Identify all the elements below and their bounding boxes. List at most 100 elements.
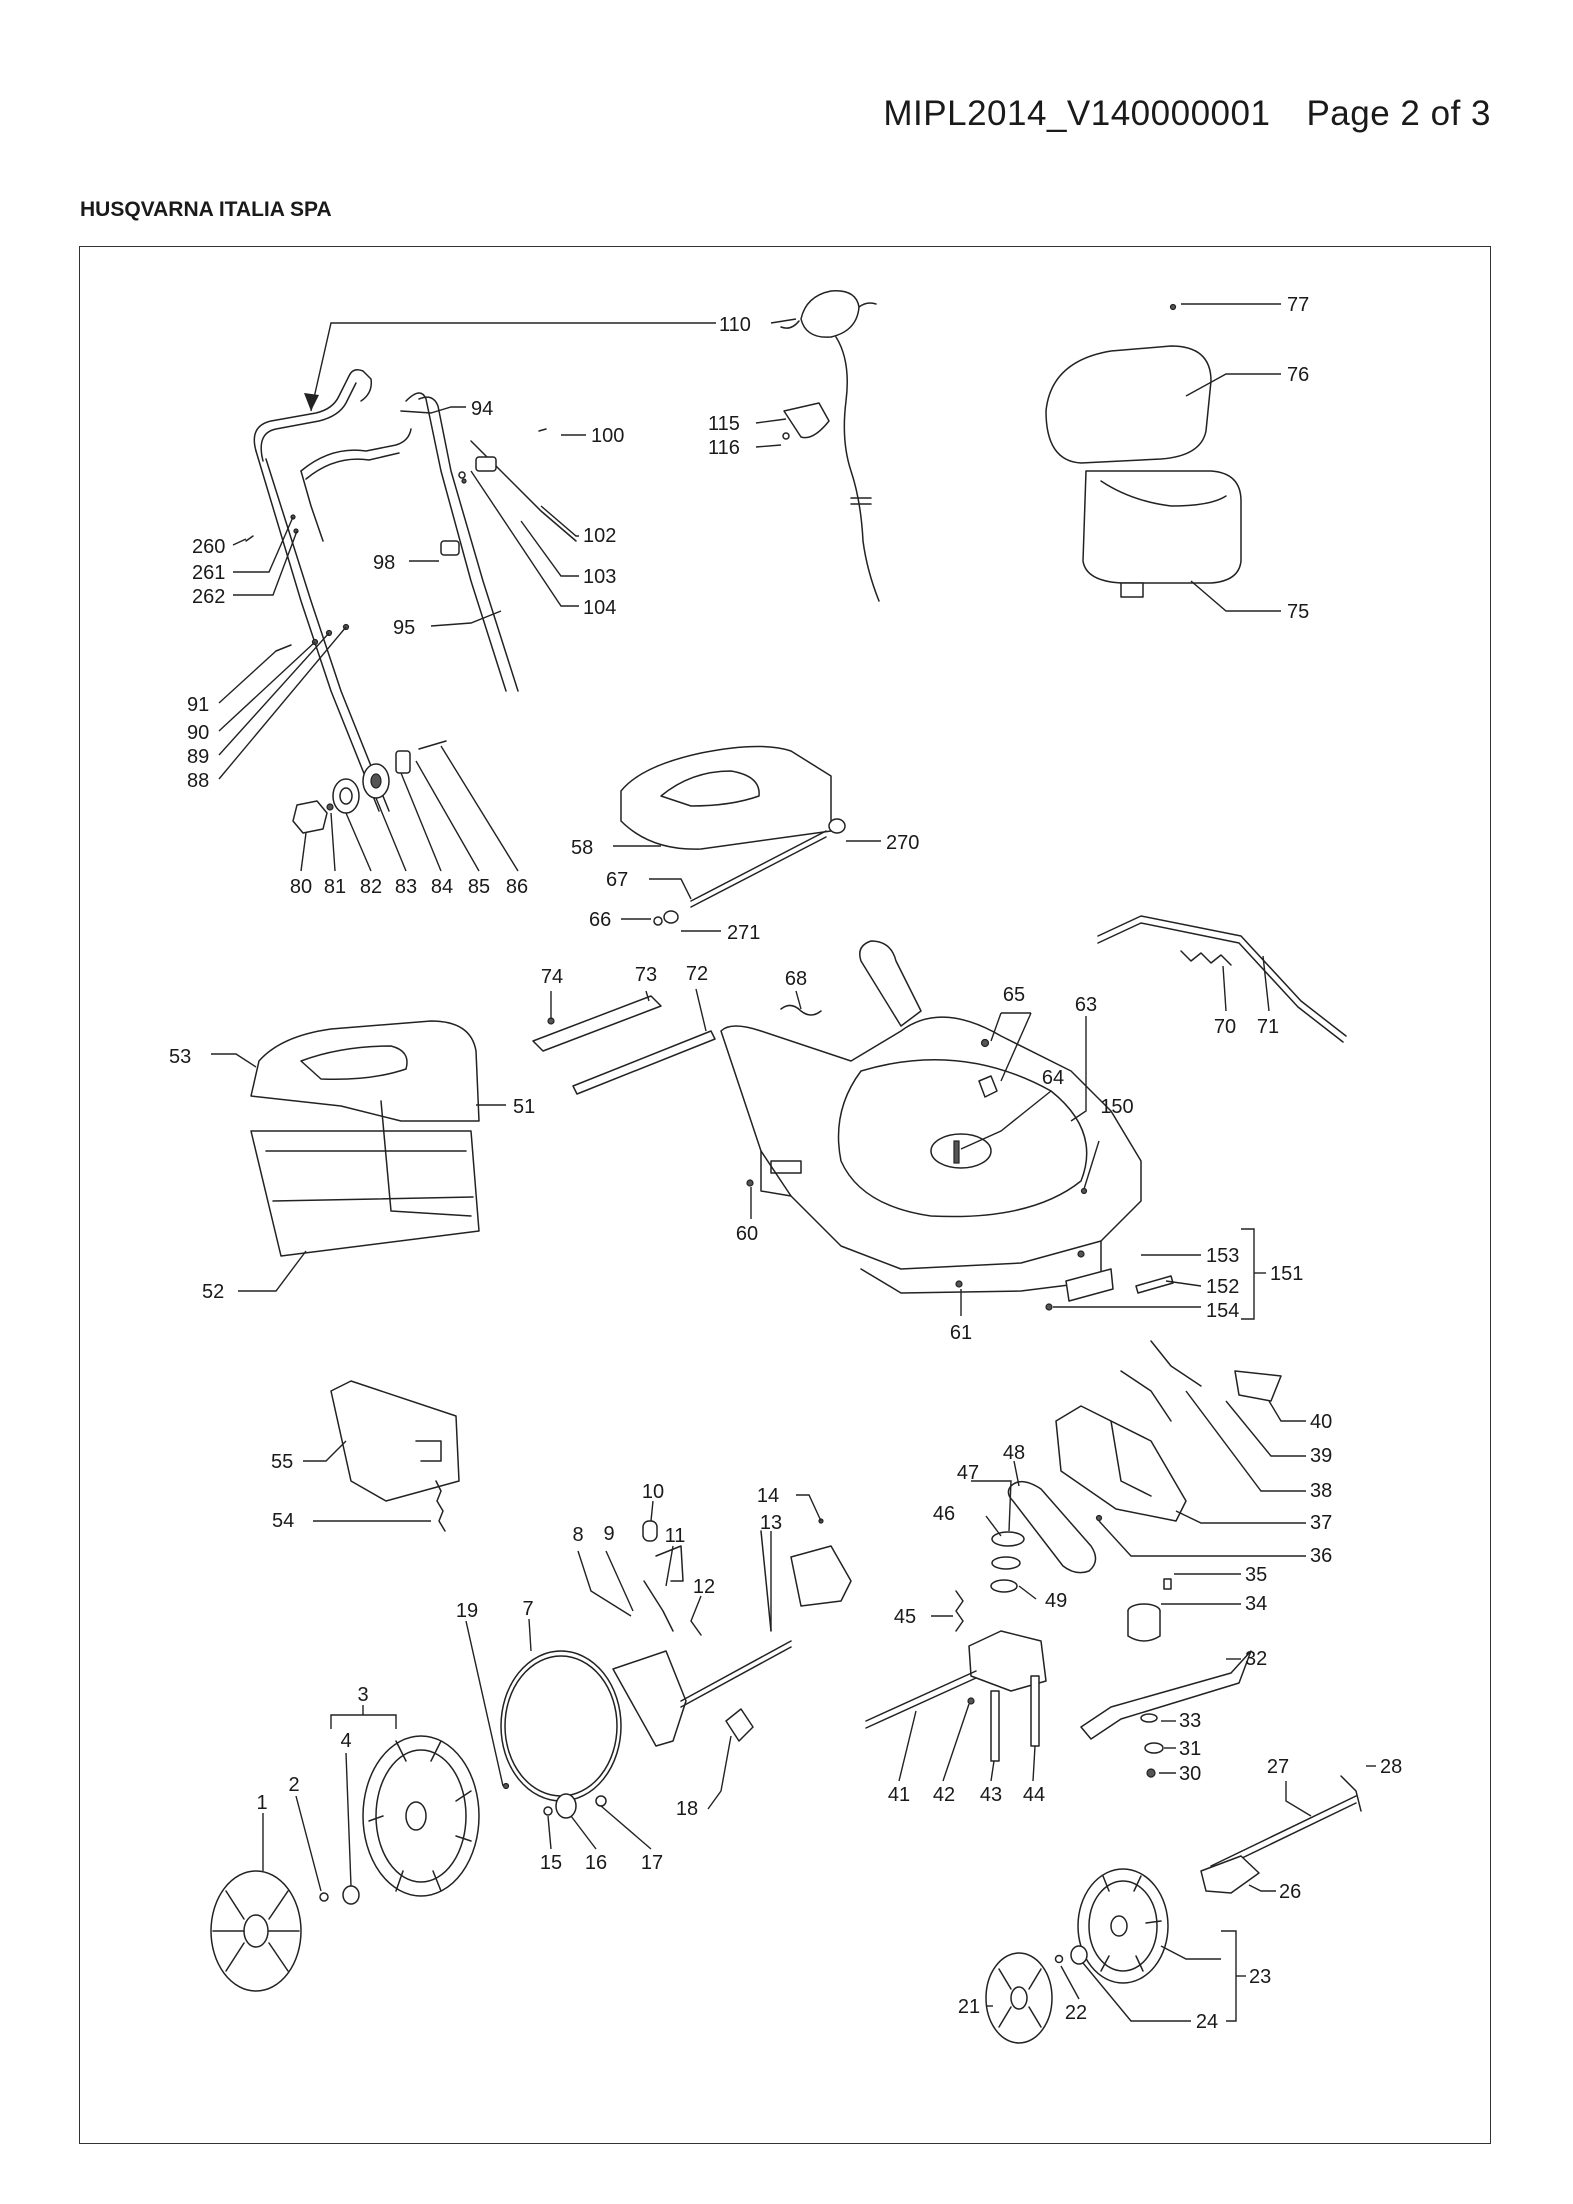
gearbox-cover-drawing xyxy=(1055,1340,1282,1522)
part-label-22: 22 xyxy=(1065,2002,1087,2024)
part-label-35: 35 xyxy=(1245,1564,1267,1586)
spring-68-drawing xyxy=(780,1004,822,1016)
part-label-58: 58 xyxy=(571,837,593,859)
page-info: Page 2 of 3 xyxy=(1306,94,1491,133)
part-label-70: 70 xyxy=(1214,1016,1236,1038)
part-label-46: 46 xyxy=(933,1503,955,1525)
part-label-11: 11 xyxy=(665,1525,686,1547)
part-label-17: 17 xyxy=(641,1852,663,1874)
part-label-54: 54 xyxy=(272,1510,294,1532)
part-label-41: 41 xyxy=(888,1784,910,1806)
drive-belt-drawing xyxy=(1007,1480,1097,1574)
mulch-deflector-drawing xyxy=(330,1380,460,1532)
part-label-49: 49 xyxy=(1045,1590,1067,1612)
part-label-88: 88 xyxy=(187,770,209,792)
front-wheel-drawing xyxy=(985,1868,1169,2044)
part-label-261: 261 xyxy=(192,562,225,584)
part-label-9: 9 xyxy=(603,1523,614,1545)
part-label-91: 91 xyxy=(187,694,209,716)
part-label-34: 34 xyxy=(1245,1593,1267,1615)
part-label-73: 73 xyxy=(635,964,657,986)
part-label-86: 86 xyxy=(506,876,528,898)
part-label-115: 115 xyxy=(708,413,740,435)
part-label-75: 75 xyxy=(1287,601,1309,623)
part-label-154: 154 xyxy=(1206,1300,1239,1322)
part-label-85: 85 xyxy=(468,876,490,898)
part-label-98: 98 xyxy=(373,552,395,574)
part-label-63: 63 xyxy=(1075,994,1097,1016)
part-label-26: 26 xyxy=(1279,1881,1301,1903)
part-label-19: 19 xyxy=(456,1600,478,1622)
part-label-95: 95 xyxy=(393,617,415,639)
front-panel-drawing xyxy=(955,1250,1174,1311)
part-label-60: 60 xyxy=(736,1223,758,1245)
part-label-110: 110 xyxy=(719,314,751,336)
part-label-10: 10 xyxy=(642,1481,664,1503)
part-label-14: 14 xyxy=(757,1485,779,1507)
rear-drive-drawing xyxy=(500,1518,852,1819)
part-label-33: 33 xyxy=(1179,1710,1201,1732)
part-label-32: 32 xyxy=(1245,1648,1267,1670)
part-label-82: 82 xyxy=(360,876,382,898)
part-label-74: 74 xyxy=(541,966,563,988)
part-label-271: 271 xyxy=(727,922,760,944)
part-label-103: 103 xyxy=(583,566,616,588)
part-label-52: 52 xyxy=(202,1281,224,1303)
grass-catcher-drawing xyxy=(250,1020,480,1257)
part-label-90: 90 xyxy=(187,722,209,744)
part-label-43: 43 xyxy=(980,1784,1002,1806)
part-label-116: 116 xyxy=(708,437,740,459)
part-label-30: 30 xyxy=(1179,1763,1201,1785)
part-label-80: 80 xyxy=(290,876,312,898)
part-label-2: 2 xyxy=(288,1774,299,1796)
part-label-1: 1 xyxy=(256,1792,267,1814)
part-label-61: 61 xyxy=(950,1322,972,1344)
handle-knob-drawing xyxy=(292,740,447,834)
document-code: MIPL2014_V140000001 xyxy=(883,94,1271,133)
part-label-47: 47 xyxy=(957,1462,979,1484)
part-label-104: 104 xyxy=(583,597,616,619)
part-label-100: 100 xyxy=(591,425,624,447)
part-label-23: 23 xyxy=(1249,1966,1271,1988)
part-label-72: 72 xyxy=(686,963,708,985)
part-label-262: 262 xyxy=(192,586,225,608)
part-label-270: 270 xyxy=(886,832,919,854)
part-label-151: 151 xyxy=(1270,1263,1303,1285)
part-label-8: 8 xyxy=(572,1524,583,1546)
part-label-15: 15 xyxy=(540,1852,562,1874)
part-label-150: 150 xyxy=(1100,1096,1133,1118)
height-adjuster-drawing xyxy=(1097,915,1347,1043)
front-axle-drawing xyxy=(1200,1775,1362,1894)
part-label-7: 7 xyxy=(522,1598,533,1620)
part-label-152: 152 xyxy=(1206,1276,1239,1298)
company-name: HUSQVARNA ITALIA SPA xyxy=(80,198,332,221)
part-label-13: 13 xyxy=(760,1512,782,1534)
part-label-24: 24 xyxy=(1196,2011,1218,2033)
part-label-53: 53 xyxy=(169,1046,191,1068)
leader-lines xyxy=(211,303,1376,2022)
part-label-45: 45 xyxy=(894,1606,916,1628)
part-label-40: 40 xyxy=(1310,1411,1332,1433)
part-label-51: 51 xyxy=(513,1096,535,1118)
part-label-18: 18 xyxy=(676,1798,698,1820)
part-label-3: 3 xyxy=(357,1684,368,1706)
part-label-12: 12 xyxy=(693,1576,715,1598)
part-label-42: 42 xyxy=(933,1784,955,1806)
rear-flap-drawing xyxy=(620,745,846,926)
diagram-canvas: 1234789101112131415161718192122232426272… xyxy=(169,290,1402,2044)
gearbox-drawing xyxy=(865,1531,1047,1762)
part-label-36: 36 xyxy=(1310,1545,1332,1567)
part-label-64: 64 xyxy=(1042,1067,1064,1089)
part-label-102: 102 xyxy=(583,525,616,547)
part-label-83: 83 xyxy=(395,876,417,898)
part-label-81: 81 xyxy=(324,876,346,898)
part-label-71: 71 xyxy=(1257,1016,1279,1038)
part-label-66: 66 xyxy=(589,909,611,931)
handle-assembly-drawing xyxy=(253,369,519,812)
part-label-44: 44 xyxy=(1023,1784,1045,1806)
part-label-16: 16 xyxy=(585,1852,607,1874)
part-label-94: 94 xyxy=(471,398,493,420)
part-label-89: 89 xyxy=(187,746,209,768)
